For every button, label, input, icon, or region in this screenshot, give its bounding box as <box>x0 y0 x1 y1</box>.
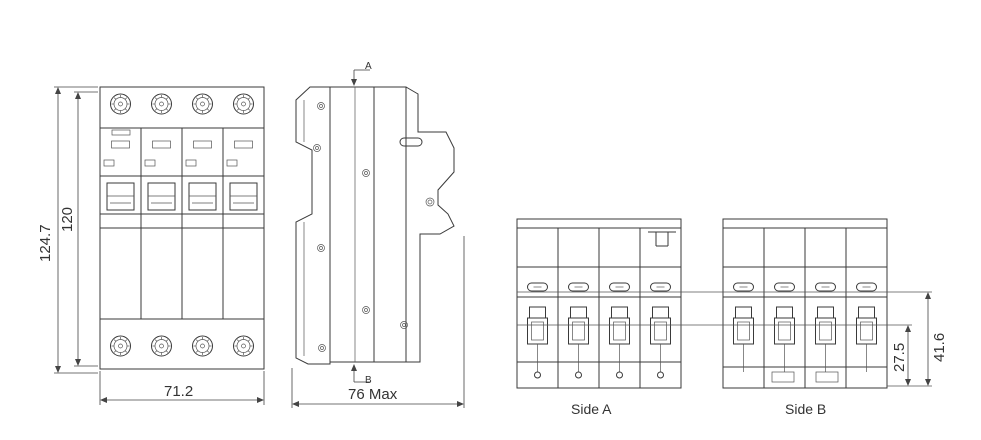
side-b-terminal-view: Side B 41.6 27.5 <box>517 218 948 417</box>
terminal-slot <box>650 282 671 292</box>
terminal-screw-bottom <box>192 335 213 357</box>
terminal-slot <box>774 282 795 292</box>
toggle-handle <box>106 182 135 211</box>
terminal-screw-top <box>110 93 131 115</box>
terminal-slot <box>527 282 548 292</box>
dim-depth: 76 Max <box>348 386 398 403</box>
terminal-clamp <box>735 306 752 319</box>
side-a-label: Side A <box>571 401 612 417</box>
terminal-clamp <box>817 306 834 319</box>
terminal-slot <box>609 282 630 292</box>
label-slot <box>103 159 115 167</box>
terminal-clamp <box>776 306 793 319</box>
indicator-window <box>111 140 130 149</box>
toggle-handle <box>147 182 176 211</box>
indicator-window <box>152 140 171 149</box>
bottom-screw <box>534 371 541 379</box>
terminal-screw-bottom <box>233 335 254 357</box>
section-marker-a: A <box>365 61 372 72</box>
dim-lower: 27.5 <box>891 343 908 372</box>
label-slot <box>144 159 156 167</box>
terminal-screw-top <box>151 93 172 115</box>
terminal-screw-top <box>192 93 213 115</box>
terminal-clamp <box>611 306 628 319</box>
front-view: 124.7 120 71.2 <box>37 86 265 405</box>
bottom-screw <box>616 371 623 379</box>
dim-body-height: 120 <box>59 207 76 232</box>
terminal-slot <box>568 282 589 292</box>
dim-width: 71.2 <box>164 383 193 400</box>
terminal-slot <box>856 282 877 292</box>
terminal-clamp <box>652 306 669 319</box>
handle-tie <box>111 129 131 136</box>
side-a-terminal-view: Side A <box>516 218 682 417</box>
label-slot <box>226 159 238 167</box>
terminal-screw-top <box>233 93 254 115</box>
terminal-screw-bottom <box>151 335 172 357</box>
section-marker-b: B <box>365 375 372 386</box>
terminal-clamp <box>858 306 875 319</box>
terminal-slot <box>815 282 836 292</box>
terminal-clamp <box>529 306 546 319</box>
terminal-screw-bottom <box>110 335 131 357</box>
terminal-slot <box>733 282 754 292</box>
side-b-label: Side B <box>785 401 826 417</box>
dim-total-height: 124.7 <box>37 224 54 262</box>
indicator-window <box>234 140 253 149</box>
toggle-handle <box>188 182 217 211</box>
side-profile-view: A B 76 Max <box>291 61 465 408</box>
label-slot <box>185 159 197 167</box>
terminal-clamp <box>570 306 587 319</box>
bottom-screw <box>657 371 664 379</box>
bottom-screw <box>575 371 582 379</box>
dim-upper: 41.6 <box>931 333 948 362</box>
indicator-window <box>193 140 212 149</box>
toggle-handle <box>229 182 258 211</box>
